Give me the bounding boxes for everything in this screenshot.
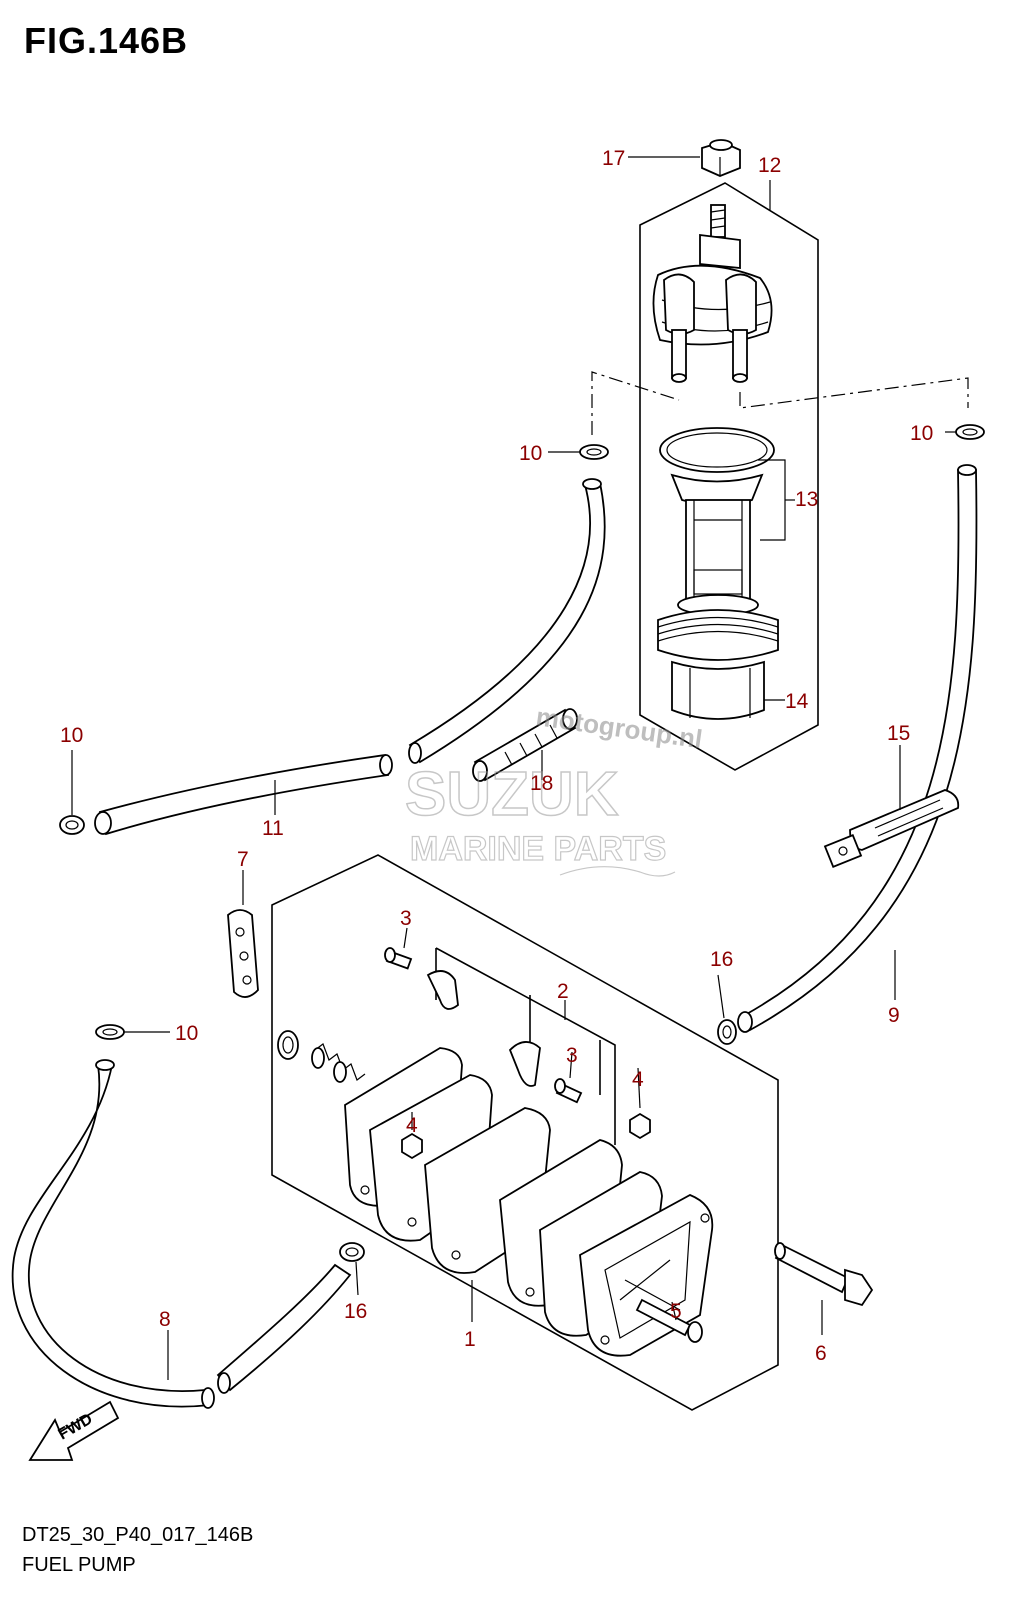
screw-3-upper xyxy=(384,927,413,970)
part-label-17: 17 xyxy=(602,147,625,170)
bolt-6 xyxy=(774,1242,874,1335)
part-label-13: 13 xyxy=(795,488,818,511)
part-label-14: 14 xyxy=(785,690,809,713)
figure-name: FUEL PUMP xyxy=(22,1554,136,1576)
part-label-6: 6 xyxy=(815,1342,827,1365)
hose-8 xyxy=(11,1059,352,1409)
part-label-4-right: 4 xyxy=(632,1068,644,1091)
part-label-12: 12 xyxy=(758,154,781,177)
pump-body xyxy=(344,1047,714,1357)
hose-11 xyxy=(94,478,606,836)
part-label-10-upper: 10 xyxy=(519,442,542,465)
figure-title: FIG.146B xyxy=(24,20,189,61)
part-label-10-lower: 10 xyxy=(175,1022,198,1045)
screw-3-lower xyxy=(554,1051,583,1104)
watermark-sub: MARINE PARTS xyxy=(410,830,666,868)
reference-lines xyxy=(591,371,969,435)
filter-element-13 xyxy=(659,427,795,616)
part-label-15: 15 xyxy=(887,722,910,745)
part-label-4-left: 4 xyxy=(406,1114,418,1137)
protector-15 xyxy=(823,745,960,868)
diaphragm-subbox xyxy=(435,947,616,1145)
gasket-7 xyxy=(227,870,259,998)
nut-4-left xyxy=(401,1112,423,1160)
clamp-10-left xyxy=(59,750,85,835)
part-label-3-upper: 3 xyxy=(400,907,412,930)
part-label-7: 7 xyxy=(237,848,249,871)
fuel-pump-box xyxy=(271,854,779,1411)
filter-assembly-box xyxy=(639,182,819,771)
part-labels: 17 12 10 10 13 14 10 15 18 11 7 3 16 2 9… xyxy=(60,147,933,1365)
nut-4-right xyxy=(629,1067,651,1140)
part-label-18: 18 xyxy=(530,772,553,795)
part-label-5: 5 xyxy=(670,1300,682,1323)
part-label-11: 11 xyxy=(262,817,284,840)
clamp-16-lower xyxy=(339,1242,365,1296)
hose-9 xyxy=(737,464,978,1033)
part-label-3-lower: 3 xyxy=(566,1044,578,1067)
part-label-10-left: 10 xyxy=(60,724,83,747)
fwd-arrow: FWD xyxy=(28,1400,120,1461)
filter-cap xyxy=(652,204,773,383)
valve-part xyxy=(426,970,541,1087)
figure-code: DT25_30_P40_017_146B xyxy=(22,1524,254,1546)
watermark-brand: SUZUK xyxy=(405,760,619,829)
pipe-18 xyxy=(472,708,578,782)
clamp-10-upper xyxy=(548,444,609,460)
spring-ring xyxy=(277,1030,366,1083)
nut-17 xyxy=(701,139,741,177)
clamp-16-right xyxy=(717,974,737,1045)
screw-5 xyxy=(635,1298,703,1343)
part-label-1: 1 xyxy=(464,1328,476,1351)
part-label-16-right: 16 xyxy=(710,948,733,971)
filter-cup-14 xyxy=(657,609,785,720)
part-label-8: 8 xyxy=(159,1308,171,1331)
part-label-2: 2 xyxy=(557,980,569,1003)
part-label-16-lower: 16 xyxy=(344,1300,367,1323)
clamp-10-right xyxy=(945,424,985,440)
clamp-10-lower xyxy=(95,1024,170,1040)
part-label-9: 9 xyxy=(888,1004,900,1027)
part-label-10-right: 10 xyxy=(910,422,933,445)
